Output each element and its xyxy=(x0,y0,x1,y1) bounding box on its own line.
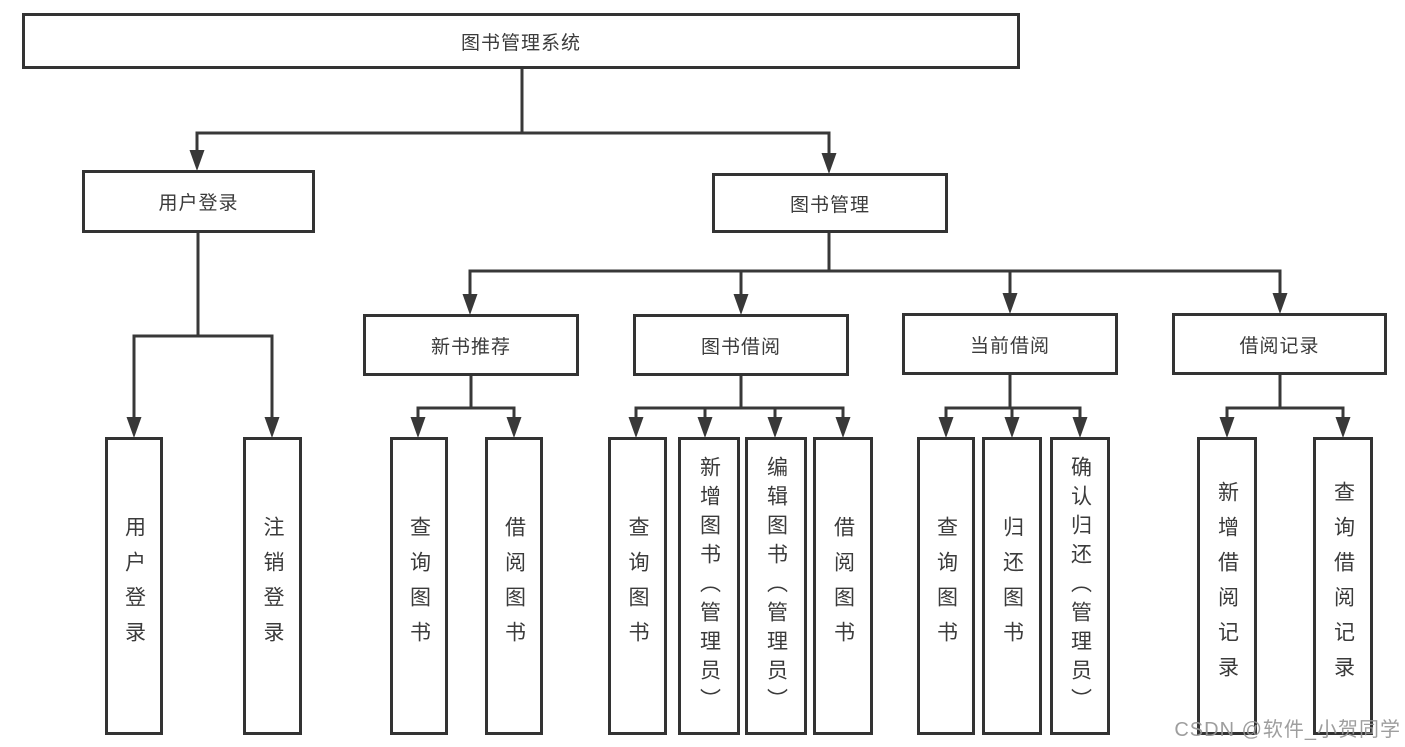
leaf-label: 归还图书 xyxy=(1000,516,1024,656)
arrowhead xyxy=(767,417,783,438)
leaf-label: 借阅图书 xyxy=(502,516,526,656)
csdn-watermark: CSDN @软件_小贺同学 xyxy=(1174,719,1401,741)
leaf-query-books-current: 查询图书 xyxy=(917,437,975,735)
leaf-return-books: 归还图书 xyxy=(982,437,1042,735)
node-label: 图书借阅 xyxy=(700,336,781,358)
leaf-label: 借阅图书 xyxy=(831,516,855,656)
node-label: 图书管理系统 xyxy=(460,32,581,54)
arrowhead xyxy=(462,294,478,315)
leaf-label: 注销登录 xyxy=(261,516,284,656)
leaf-logout: 注销登录 xyxy=(243,437,302,735)
node-label: 借阅记录 xyxy=(1239,335,1320,357)
arrowhead xyxy=(1004,417,1020,438)
arrowhead xyxy=(189,150,205,171)
node-root-library-system: 图书管理系统 xyxy=(22,13,1020,69)
leaf-label: 用户登录 xyxy=(122,516,146,656)
leaf-borrow-books-recommend: 借阅图书 xyxy=(485,437,543,735)
node-label: 用户登录 xyxy=(158,193,239,214)
node-new-book-recommend: 新书推荐 xyxy=(363,314,579,376)
node-label: 图书管理 xyxy=(789,194,870,216)
arrowhead xyxy=(126,417,142,438)
arrowhead xyxy=(697,417,713,438)
leaf-label: 新增借阅记录 xyxy=(1215,481,1239,691)
arrowhead xyxy=(264,417,280,438)
leaf-borrow-books: 借阅图书 xyxy=(813,437,873,735)
arrowhead xyxy=(628,417,644,438)
leaf-label: 新增图书（管理员） xyxy=(697,455,721,717)
leaf-query-books-borrow: 查询图书 xyxy=(608,437,667,735)
arrowhead xyxy=(1219,417,1235,438)
node-user-login: 用户登录 xyxy=(82,170,315,233)
leaf-label: 查询借阅记录 xyxy=(1331,481,1355,691)
node-borrow-records: 借阅记录 xyxy=(1172,313,1387,375)
node-book-management: 图书管理 xyxy=(712,173,948,233)
leaf-label: 确认归还（管理员） xyxy=(1068,455,1092,717)
arrowhead xyxy=(1272,293,1288,314)
arrowhead xyxy=(1072,417,1088,438)
arrowhead xyxy=(410,417,426,438)
leaf-user-login: 用户登录 xyxy=(105,437,163,735)
node-book-borrow: 图书借阅 xyxy=(633,314,849,376)
leaf-edit-books-admin: 编辑图书（管理员） xyxy=(745,437,807,735)
leaf-confirm-return-admin: 确认归还（管理员） xyxy=(1050,437,1110,735)
leaf-label: 查询图书 xyxy=(626,516,649,656)
leaf-label: 查询图书 xyxy=(407,516,431,656)
arrowhead xyxy=(938,417,954,438)
arrowhead xyxy=(1002,293,1018,314)
arrowhead xyxy=(506,417,522,438)
leaf-query-borrow-record: 查询借阅记录 xyxy=(1313,437,1373,735)
leaf-add-books-admin: 新增图书（管理员） xyxy=(678,437,740,735)
arrowhead xyxy=(835,417,851,438)
leaf-label: 查询图书 xyxy=(934,516,958,656)
node-current-borrow: 当前借阅 xyxy=(902,313,1118,375)
arrowhead xyxy=(1335,417,1351,438)
node-label: 新书推荐 xyxy=(430,336,511,358)
leaf-query-books-recommend: 查询图书 xyxy=(390,437,448,735)
arrowhead xyxy=(821,153,837,174)
leaf-label: 编辑图书（管理员） xyxy=(764,455,788,717)
leaf-add-borrow-record: 新增借阅记录 xyxy=(1197,437,1257,735)
arrowhead xyxy=(733,294,749,315)
node-label: 当前借阅 xyxy=(969,335,1050,357)
